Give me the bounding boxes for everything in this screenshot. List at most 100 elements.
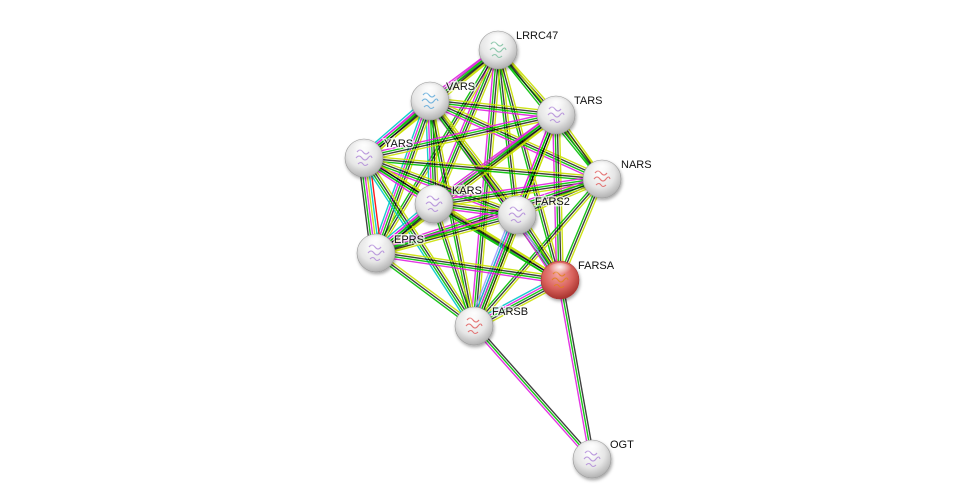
edge-line-neighborhood	[432, 205, 560, 283]
node-label-halo: YARS	[384, 138, 413, 150]
edge-line-neighborhood	[559, 279, 593, 460]
node-label: FARSA	[578, 260, 615, 272]
edge-line-neighborhood	[375, 213, 517, 253]
edge-line-textmining	[430, 97, 557, 113]
node-highlight	[504, 198, 530, 214]
edge-line-neighborhood	[375, 253, 560, 282]
edge-line-coexpression	[376, 251, 561, 280]
node-highlight	[543, 98, 569, 114]
node-highlight	[351, 141, 377, 157]
edge-line-coexpression	[433, 203, 561, 281]
edge-line-textmining	[376, 249, 561, 278]
edge-line-experiments	[471, 326, 591, 461]
node-label-halo: KARS	[452, 185, 482, 197]
edge-line-neighborhood	[375, 100, 431, 254]
edge-line-coexpression	[364, 115, 557, 160]
edge-line-experiments	[433, 175, 602, 202]
node-highlight	[579, 442, 605, 458]
node-label: KARS	[452, 185, 482, 197]
edge-line-neighborhood	[373, 48, 497, 253]
node-label-halo: FARS2	[535, 196, 570, 208]
node-label: TARS	[574, 95, 603, 107]
edge-lrrc47-farsb[interactable]	[470, 49, 502, 327]
node-highlight	[547, 263, 573, 279]
edge-line-experiments	[363, 111, 556, 156]
edge-line-experiments	[557, 280, 591, 460]
edge-line-textmining	[376, 217, 519, 257]
edge-line-coexpression	[430, 99, 557, 115]
edge-line-experiments	[373, 100, 429, 253]
edge-line-coexpression	[556, 114, 562, 280]
edge-line-coexpression	[364, 156, 518, 215]
edge-line-coexpression	[363, 157, 603, 180]
node-highlight	[421, 187, 447, 203]
edge-line-coexpression	[375, 252, 475, 327]
node-highlight	[461, 309, 487, 325]
edge-line-neighborhood	[474, 215, 519, 327]
edge-line-textmining	[476, 50, 502, 327]
node-label-halo: FARSB	[492, 306, 528, 318]
edge-farsb-ogt[interactable]	[471, 324, 595, 461]
edge-line-coexpression	[376, 215, 518, 255]
edge-yars-nars[interactable]	[363, 155, 603, 182]
edge-line-textmining	[364, 154, 519, 213]
node-label: FARSB	[492, 306, 528, 318]
edge-line-textmining	[434, 201, 562, 279]
edge-line-coexpression	[561, 279, 595, 459]
node-label: VARS	[446, 81, 475, 93]
edge-line-experiments	[375, 255, 560, 284]
edge-line-coexpression	[377, 101, 433, 254]
node-label-halo: FARSA	[578, 260, 615, 272]
edge-eprs-farsb[interactable]	[374, 250, 476, 329]
edge-kars-farsa[interactable]	[432, 201, 562, 283]
node-highlight	[589, 162, 615, 178]
edge-line-textmining	[379, 102, 435, 255]
node-highlight	[485, 33, 511, 49]
node-label: EPRS	[394, 234, 424, 246]
edge-line-textmining	[499, 49, 563, 280]
node-label-halo: LRRC47	[516, 30, 558, 42]
edge-tars-yars[interactable]	[363, 111, 557, 162]
node-highlight	[363, 236, 389, 252]
edge-line-neighborhood	[363, 159, 602, 182]
node-label-halo: EPRS	[394, 234, 424, 246]
node-label: YARS	[384, 138, 413, 150]
node-label-halo: VARS	[446, 81, 475, 93]
edge-line-textmining	[364, 155, 603, 178]
node-label-halo: TARS	[574, 95, 603, 107]
edge-line-neighborhood	[429, 101, 556, 117]
node-label-halo: NARS	[621, 159, 652, 171]
edge-line-coexpression	[473, 178, 603, 327]
edge-line-neighborhood	[363, 113, 556, 158]
edge-line-neighborhood	[374, 254, 474, 329]
edge-eprs-farsa[interactable]	[375, 249, 561, 284]
edge-line-coexpression	[474, 50, 500, 327]
node-label: LRRC47	[516, 30, 558, 42]
edge-line-experiments	[430, 48, 496, 204]
edge-line-textmining	[431, 97, 604, 177]
node-label: NARS	[621, 159, 652, 171]
edge-line-neighborhood	[472, 49, 498, 326]
edge-vars-eprs[interactable]	[371, 99, 435, 255]
edge-farsa-ogt[interactable]	[557, 279, 595, 460]
edge-line-textmining	[376, 250, 476, 325]
node-label: FARS2	[535, 196, 570, 208]
edge-line-experiments	[472, 214, 517, 326]
edge-line-neighborhood	[433, 177, 602, 204]
node-label: OGT	[610, 439, 634, 451]
edge-line-experiments	[470, 49, 496, 326]
edge-fars2-eprs[interactable]	[374, 211, 519, 257]
node-label-halo: OGT	[610, 439, 634, 451]
